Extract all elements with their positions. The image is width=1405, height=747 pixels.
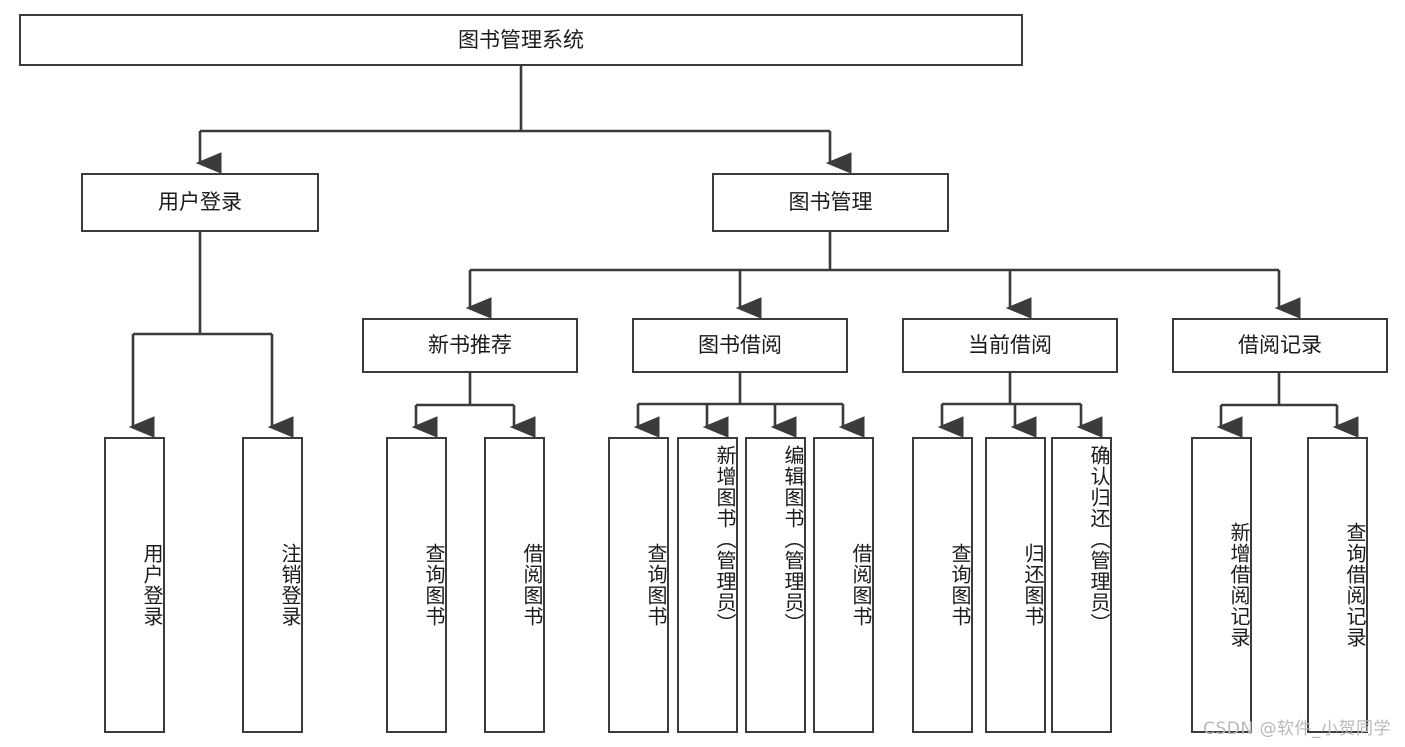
node-leaf-user-login[interactable]: 用户登录 (104, 437, 165, 733)
node-current-borrow-label: 当前借阅 (968, 333, 1052, 358)
node-leaf-add-record[interactable]: 新增借阅记录 (1191, 437, 1252, 733)
node-leaf-user-login-label: 用户登录 (140, 543, 164, 627)
node-leaf-query-book-borrow[interactable]: 查询图书 (608, 437, 669, 733)
node-root[interactable]: 图书管理系统 (19, 14, 1023, 66)
node-leaf-confirm-return-label: 确认归还（管理员） (1087, 445, 1111, 634)
node-leaf-borrow-book-rec-label: 借阅图书 (520, 543, 544, 627)
node-borrow-record[interactable]: 借阅记录 (1172, 318, 1388, 373)
node-root-label: 图书管理系统 (458, 27, 584, 52)
node-leaf-edit-book-label: 编辑图书（管理员） (781, 445, 805, 634)
node-leaf-add-record-label: 新增借阅记录 (1227, 522, 1251, 648)
node-new-book-rec-label: 新书推荐 (428, 333, 512, 358)
node-leaf-confirm-return[interactable]: 确认归还（管理员） (1051, 437, 1112, 733)
node-leaf-return-book[interactable]: 归还图书 (985, 437, 1046, 733)
node-leaf-return-book-label: 归还图书 (1021, 543, 1045, 627)
watermark-text: CSDN @软件_小贺同学 (1203, 719, 1391, 739)
node-leaf-query-book-rec-label: 查询图书 (422, 543, 446, 627)
node-book-borrow[interactable]: 图书借阅 (632, 318, 848, 373)
node-leaf-edit-book[interactable]: 编辑图书（管理员） (745, 437, 806, 733)
node-leaf-add-book[interactable]: 新增图书（管理员） (677, 437, 738, 733)
node-book-borrow-label: 图书借阅 (698, 333, 782, 358)
node-book-manage-label: 图书管理 (788, 190, 873, 215)
node-leaf-query-book-cur[interactable]: 查询图书 (912, 437, 973, 733)
node-user-login-label: 用户登录 (158, 190, 242, 215)
node-leaf-borrow-book-label: 借阅图书 (849, 543, 873, 627)
node-leaf-query-record[interactable]: 查询借阅记录 (1307, 437, 1368, 733)
node-leaf-query-record-label: 查询借阅记录 (1343, 522, 1367, 648)
node-leaf-logout[interactable]: 注销登录 (242, 437, 303, 733)
node-leaf-query-book-cur-label: 查询图书 (948, 543, 972, 627)
node-leaf-add-book-label: 新增图书（管理员） (713, 445, 737, 634)
node-leaf-query-book-borrow-label: 查询图书 (644, 543, 668, 627)
node-current-borrow[interactable]: 当前借阅 (902, 318, 1118, 373)
node-user-login[interactable]: 用户登录 (81, 173, 319, 232)
node-borrow-record-label: 借阅记录 (1238, 333, 1322, 358)
node-leaf-query-book-rec[interactable]: 查询图书 (386, 437, 447, 733)
node-leaf-borrow-book[interactable]: 借阅图书 (813, 437, 874, 733)
node-new-book-rec[interactable]: 新书推荐 (362, 318, 578, 373)
node-book-manage[interactable]: 图书管理 (712, 173, 949, 232)
node-leaf-borrow-book-rec[interactable]: 借阅图书 (484, 437, 545, 733)
node-leaf-logout-label: 注销登录 (278, 543, 302, 627)
